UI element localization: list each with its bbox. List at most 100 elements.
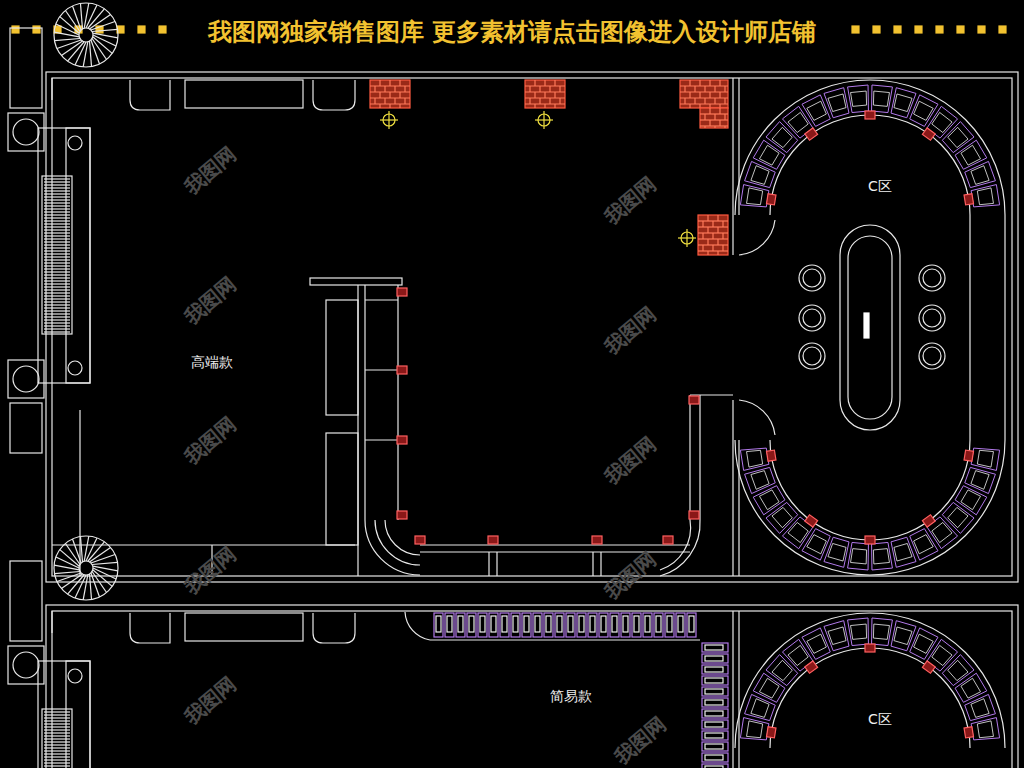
sofa-cushion <box>705 744 723 749</box>
seat-bracket <box>397 288 407 296</box>
sofa-seat <box>702 687 728 696</box>
sofa-seat <box>965 694 996 720</box>
stair-tread <box>44 762 70 763</box>
brick-line <box>704 98 705 104</box>
brick-line <box>722 245 723 251</box>
stair-tread <box>44 738 70 739</box>
wall-line <box>496 552 497 576</box>
sofa-seat <box>467 613 476 637</box>
sofa-cushion <box>932 112 952 132</box>
stair-tread <box>91 40 100 64</box>
curved-seat <box>660 520 700 576</box>
seat-bracket <box>488 536 498 544</box>
brick-line <box>680 91 728 92</box>
circle-symbol <box>13 652 39 678</box>
stair-tread <box>44 187 70 188</box>
sofa-cushion <box>458 616 463 632</box>
wall-line <box>365 439 398 440</box>
sofa-seat <box>745 161 776 187</box>
spiral-stair <box>54 3 118 67</box>
sofa-cushion <box>948 507 968 527</box>
sofa-seat <box>702 665 728 674</box>
circle-symbol <box>13 119 39 145</box>
seat-bracket <box>865 644 875 652</box>
sofa-seat <box>824 88 849 118</box>
brick-column <box>680 80 728 108</box>
stair-tread <box>44 247 70 248</box>
seat-bracket <box>964 727 973 738</box>
sofa-seat <box>478 613 487 637</box>
brick-line <box>709 108 710 114</box>
stair-tread <box>44 208 70 209</box>
brick-line <box>394 98 395 104</box>
chair <box>799 305 825 331</box>
wall-rect <box>8 360 44 398</box>
sofa-cushion <box>851 549 867 564</box>
stair-tread <box>93 570 112 587</box>
sofa-cushion <box>948 660 968 680</box>
stair-tread <box>44 723 70 724</box>
sofa-seat <box>577 613 586 637</box>
seat-bracket <box>964 194 973 205</box>
sofa-cushion <box>807 535 827 554</box>
outer-wall <box>46 72 1018 582</box>
brick-line <box>712 245 713 251</box>
stair-tread <box>44 301 70 302</box>
stair-tread <box>44 256 70 257</box>
sofa-cushion <box>535 616 540 632</box>
sofa-seat <box>702 742 728 751</box>
sofa-seat <box>434 613 443 637</box>
chair <box>799 343 825 369</box>
watermark: 我图网 <box>180 142 240 197</box>
stair-tread <box>44 271 70 272</box>
stair-strip <box>42 176 72 334</box>
brick-line <box>680 85 728 86</box>
brick-line <box>680 103 728 104</box>
sofa-cushion <box>568 616 573 632</box>
chair <box>803 269 821 287</box>
stair-tread <box>44 732 70 733</box>
room-label: C区 <box>868 712 892 727</box>
stair-tread <box>91 22 115 31</box>
sofa-cushion <box>601 616 606 632</box>
wall-line <box>732 611 733 768</box>
watermark: 我图网 <box>180 672 240 727</box>
sofa-cushion <box>788 522 808 542</box>
brick-line <box>709 92 710 98</box>
stair-tread <box>44 310 70 311</box>
circle-symbol <box>68 361 82 375</box>
sofa-seat <box>848 618 869 646</box>
brick-line <box>719 80 720 86</box>
wall-rect <box>66 128 90 383</box>
brick-line <box>702 221 703 227</box>
sofa-cushion <box>873 624 889 639</box>
brick-line <box>404 98 405 104</box>
seat-bracket <box>805 515 818 527</box>
sofa-seat <box>702 643 728 652</box>
sofa-seat <box>566 613 575 637</box>
sofa-seat <box>965 161 996 187</box>
sofa-seat <box>702 731 728 740</box>
sofa-cushion <box>772 127 792 147</box>
stair-tread <box>44 241 70 242</box>
wall-line <box>600 552 601 576</box>
stair-tread <box>44 262 70 263</box>
wall-rect <box>10 403 42 453</box>
stair-tread <box>44 711 70 712</box>
stair-tread <box>44 295 70 296</box>
stair-tread <box>44 259 70 260</box>
sofa-cushion <box>645 616 650 632</box>
sofa-cushion <box>971 166 989 185</box>
brick-line <box>549 98 550 104</box>
brick-line <box>704 114 705 120</box>
seat-bracket <box>865 536 875 544</box>
stair-tread <box>44 307 70 308</box>
banner-dot <box>873 26 880 33</box>
sofa-cushion <box>705 755 723 760</box>
brick-line <box>709 120 710 126</box>
seat-bracket <box>397 511 407 519</box>
stair-tread <box>44 316 70 317</box>
stair-tread <box>44 244 70 245</box>
seat-bracket <box>766 450 775 461</box>
room-label: C区 <box>868 179 892 194</box>
